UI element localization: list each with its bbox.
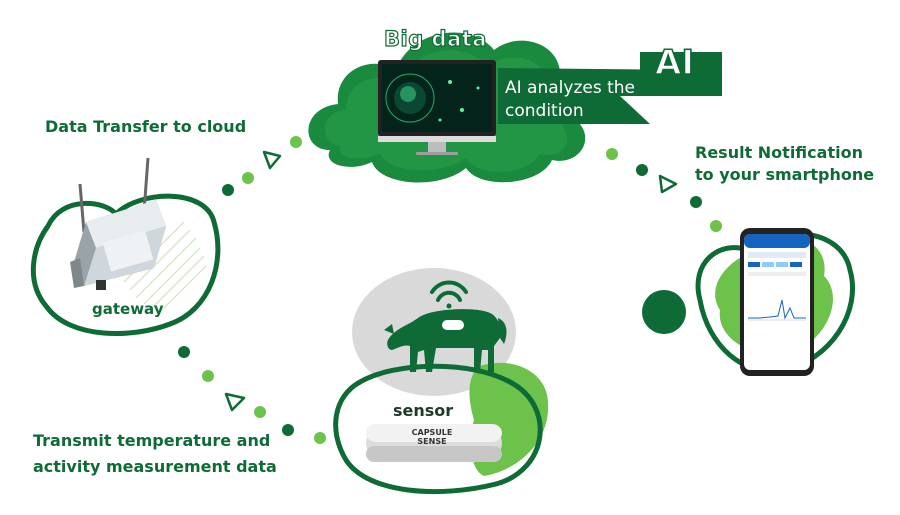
ai-description: AI analyzes the condition (505, 78, 635, 121)
smartphone-icon (740, 228, 814, 376)
wifi-icon (430, 280, 468, 309)
big-data-label: Big data (383, 27, 487, 51)
gateway-device-icon (70, 157, 166, 290)
transmit-label: Transmit temperature and activity measur… (33, 431, 277, 476)
data-transfer-label: Data Transfer to cloud (45, 117, 247, 136)
monitor-icon (378, 60, 496, 155)
cow-icon (384, 309, 507, 372)
sensor-brand-text: CAPSULE SENSE (411, 428, 453, 446)
capsule-sensor-icon (366, 424, 502, 462)
result-notification-label: Result Notification to your smartphone (695, 143, 875, 184)
sensor-label: sensor (393, 401, 454, 420)
arrow-triangle-icon (224, 150, 678, 412)
ai-banner (498, 52, 722, 124)
gateway-label: gateway (92, 300, 164, 318)
ai-label: AI (654, 43, 695, 83)
flow-dots (178, 136, 722, 444)
